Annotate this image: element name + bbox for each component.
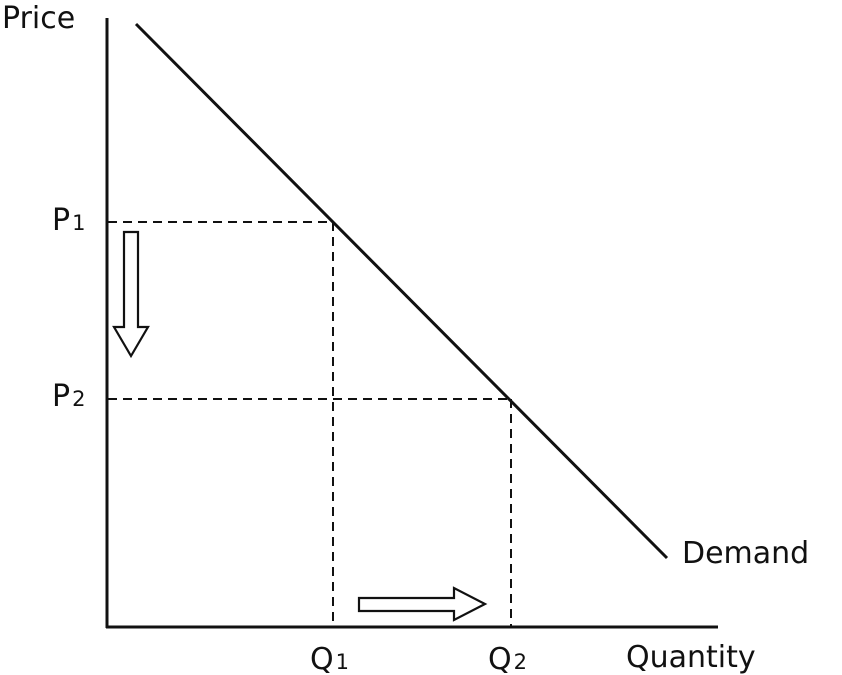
q1-label: Q1 xyxy=(310,642,349,675)
p1-letter: P xyxy=(52,203,70,238)
quantity-increase-arrow xyxy=(357,586,488,622)
q2-letter: Q xyxy=(488,642,512,675)
price-decrease-arrow xyxy=(112,230,150,359)
p2-index: 2 xyxy=(72,387,85,411)
q1-letter: Q xyxy=(310,642,334,675)
q2-index: 2 xyxy=(514,650,527,674)
demand-curve-label: Demand xyxy=(682,536,809,571)
p1-label: P1 xyxy=(52,203,85,238)
x-axis-label: Quantity xyxy=(626,640,756,675)
q1-index: 1 xyxy=(336,650,349,674)
p2-label: P2 xyxy=(52,379,85,414)
y-axis-label: Price xyxy=(2,1,75,36)
p1-index: 1 xyxy=(72,211,85,235)
guide-lines xyxy=(108,221,512,626)
p2-letter: P xyxy=(52,379,70,414)
q2-label: Q2 xyxy=(488,642,527,675)
demand-curve xyxy=(134,22,669,560)
